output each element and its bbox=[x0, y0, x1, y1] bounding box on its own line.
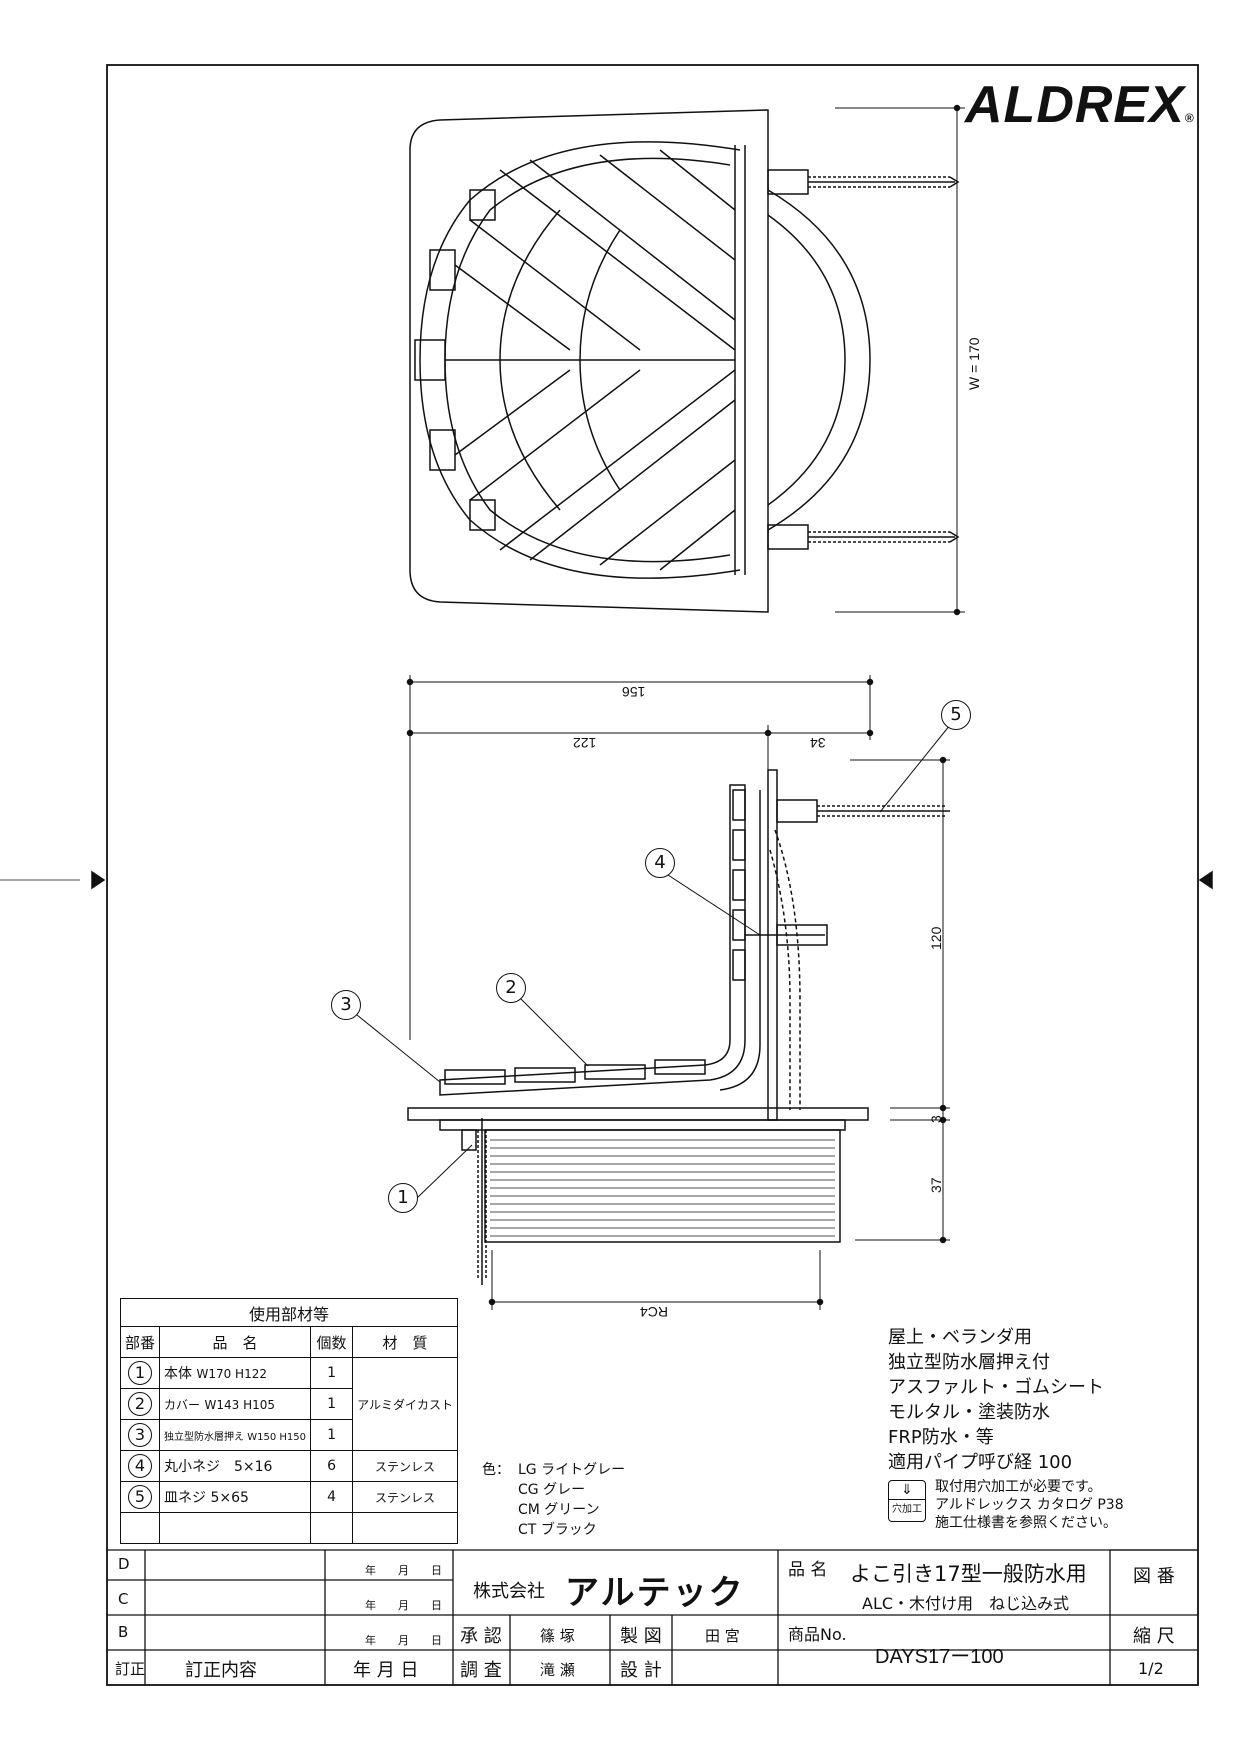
part-number: 3 bbox=[128, 1423, 152, 1447]
draw-label: 製 図 bbox=[620, 1626, 662, 1647]
part-qty: 1 bbox=[309, 1419, 354, 1451]
part-qty: 1 bbox=[309, 1388, 354, 1420]
color-item: CG グレー bbox=[518, 1482, 586, 1498]
note-line: アスファルト・ゴムシート bbox=[888, 1377, 1104, 1398]
company-prefix: 株式会社 bbox=[473, 1581, 545, 1602]
callout-5: 5 bbox=[941, 700, 971, 730]
part-qty: 4 bbox=[309, 1481, 354, 1513]
header-part-no: 部番 bbox=[119, 1326, 161, 1358]
color-item: CM グリーン bbox=[518, 1502, 600, 1518]
product-name: よこ引き17型一般防水用 bbox=[850, 1562, 1087, 1586]
color-label: 色： bbox=[482, 1462, 510, 1478]
dim-width-label: W = 170 bbox=[966, 337, 982, 390]
part-number: 5 bbox=[128, 1485, 152, 1509]
dim-156-label: 156 bbox=[622, 684, 646, 700]
part-spec: W143 H105 bbox=[204, 1397, 275, 1412]
rev-row-label: B bbox=[118, 1623, 129, 1641]
part-number: 4 bbox=[128, 1454, 152, 1478]
part-number: 1 bbox=[128, 1361, 152, 1385]
rev-label: 訂正 bbox=[115, 1660, 146, 1678]
drawing-no-label: 図 番 bbox=[1133, 1566, 1175, 1587]
part-material: ステンレス bbox=[352, 1450, 458, 1482]
note-line: 適用パイプ呼び経 100 bbox=[888, 1452, 1073, 1473]
right-center-marker bbox=[1198, 870, 1213, 890]
dim-rc4-label: RC4 bbox=[640, 1304, 669, 1320]
table-row: 4 丸小ネジ 5×16 6 ステンレス bbox=[119, 1450, 458, 1482]
table-row: 5 皿ネジ 5×65 4 ステンレス bbox=[119, 1481, 458, 1513]
date-mark: 年 月 日 bbox=[365, 1599, 442, 1612]
part-spec: W170 H122 bbox=[196, 1367, 267, 1381]
rev-content-label: 訂正内容 bbox=[185, 1660, 257, 1681]
header-name: 品 名 bbox=[159, 1326, 311, 1358]
part-material: アルミダイカスト bbox=[352, 1357, 458, 1451]
dim-120-label: 120 bbox=[928, 926, 944, 950]
left-center-marker bbox=[91, 870, 106, 890]
note-line: FRP防水・等 bbox=[888, 1427, 994, 1448]
rev-row-label: C bbox=[118, 1590, 129, 1608]
product-label: 品 名 bbox=[788, 1560, 828, 1580]
part-spec: W150 H150 bbox=[247, 1431, 306, 1443]
rev-date-label: 年 月 日 bbox=[353, 1660, 419, 1681]
part-name: 皿ネジ bbox=[164, 1490, 207, 1506]
callout-4: 4 bbox=[645, 848, 675, 878]
table-row-empty bbox=[119, 1512, 458, 1544]
product-no: DAYS17ー100 bbox=[875, 1646, 1004, 1668]
part-qty: 1 bbox=[309, 1357, 354, 1389]
approve-label: 承 認 bbox=[460, 1626, 502, 1647]
dim-3-label: 3 bbox=[928, 1115, 944, 1123]
part-name: 独立型防水層押え bbox=[164, 1431, 245, 1443]
callout-1: 1 bbox=[388, 1183, 418, 1213]
date-mark: 年 月 日 bbox=[365, 1634, 442, 1647]
table-row: 2 カバー W143 H105 1 bbox=[119, 1388, 458, 1420]
note-line: 屋上・ベランダ用 bbox=[888, 1327, 1032, 1348]
table-row: 3 独立型防水層押え W150 H150 1 bbox=[119, 1419, 458, 1451]
drill-note-text: 取付用穴加工が必要です。 アルドレックス カタログ P38 施工仕様書を参照くだ… bbox=[935, 1479, 1124, 1531]
header-material: 材 質 bbox=[352, 1326, 458, 1358]
color-item: LG ライトグレー bbox=[518, 1462, 626, 1478]
dim-37-label: 37 bbox=[928, 1177, 944, 1193]
drawing-border bbox=[106, 64, 1199, 1686]
scale-value: 1/2 bbox=[1138, 1659, 1164, 1678]
parts-table: 使用部材等 部番 品 名 個数 材 質 1 本体 W170 H122 1 アルミ… bbox=[119, 1298, 458, 1544]
product-no-label: 商品No. bbox=[788, 1625, 847, 1644]
company-logo: アルテック bbox=[565, 1573, 745, 1613]
dim-122-label: 122 bbox=[573, 735, 597, 751]
part-name: 本体 bbox=[164, 1366, 193, 1382]
application-notes: 屋上・ベランダ用 独立型防水層押え付 アスファルト・ゴムシート モルタル・塗装防… bbox=[888, 1325, 1104, 1475]
front-view bbox=[409, 104, 965, 616]
side-view bbox=[356, 675, 951, 1310]
part-spec: 5×16 bbox=[234, 1459, 273, 1475]
part-number: 2 bbox=[128, 1392, 152, 1416]
scale-label: 縮 尺 bbox=[1133, 1626, 1175, 1647]
callout-2: 2 bbox=[496, 973, 526, 1003]
part-material: ステンレス bbox=[352, 1481, 458, 1513]
part-spec: 5×65 bbox=[210, 1490, 249, 1506]
table-row: 1 本体 W170 H122 1 アルミダイカスト bbox=[119, 1357, 458, 1451]
aldrex-logo: ALDREX® bbox=[965, 76, 1195, 134]
drill-icon: ⇓ 穴加工 bbox=[888, 1480, 926, 1522]
dim-34-label: 34 bbox=[810, 735, 826, 751]
date-mark: 年 月 日 bbox=[365, 1564, 442, 1577]
drawer-name: 田 宮 bbox=[705, 1627, 740, 1645]
color-item: CT ブラック bbox=[518, 1522, 597, 1538]
callout-3: 3 bbox=[331, 990, 361, 1020]
approver-name: 篠 塚 bbox=[540, 1627, 575, 1645]
part-name: カバー bbox=[164, 1397, 201, 1412]
header-qty: 個数 bbox=[309, 1326, 354, 1358]
design-label: 設 計 bbox=[620, 1660, 662, 1681]
product-subtitle: ALC・木付け用 ねじ込み式 bbox=[862, 1594, 1070, 1613]
checker-name: 滝 瀬 bbox=[540, 1661, 575, 1679]
rev-row-label: D bbox=[118, 1555, 130, 1573]
title-block-lines bbox=[107, 1549, 1198, 1685]
part-qty: 6 bbox=[309, 1450, 354, 1482]
part-name: 丸小ネジ bbox=[164, 1459, 221, 1475]
note-line: モルタル・塗装防水 bbox=[888, 1402, 1050, 1423]
check-label: 調 査 bbox=[460, 1660, 502, 1681]
note-line: 独立型防水層押え付 bbox=[888, 1352, 1050, 1373]
parts-table-title: 使用部材等 bbox=[120, 1298, 458, 1327]
